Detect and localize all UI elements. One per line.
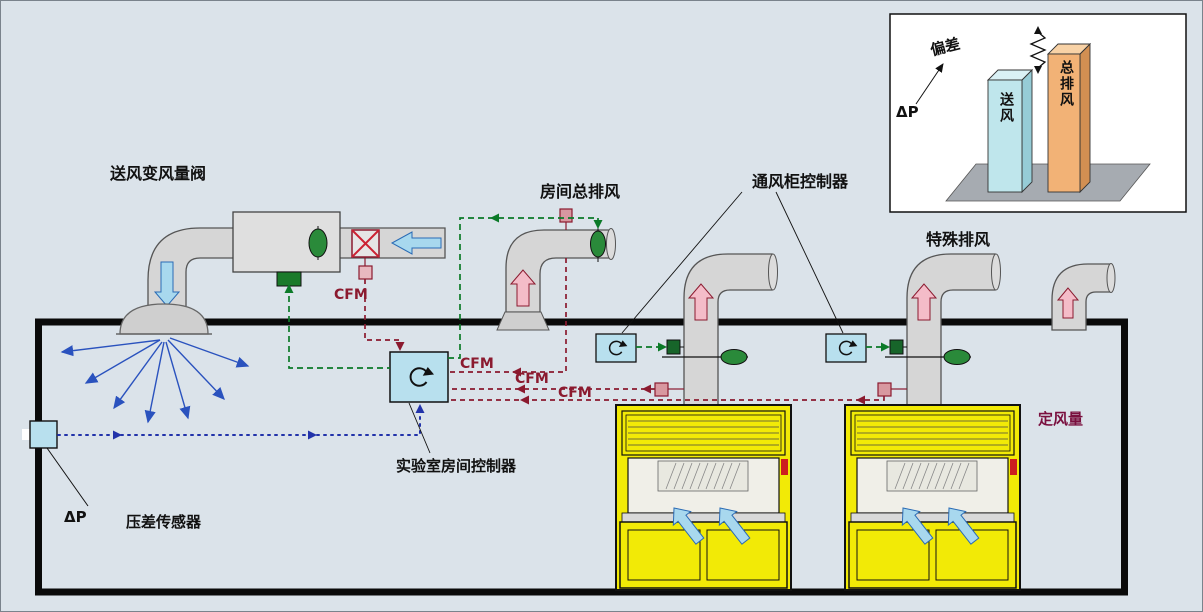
flow-sensor-room-exhaust xyxy=(559,208,573,223)
supply-inlet-arrow xyxy=(390,231,442,255)
special-exhaust-label: 特殊排风 xyxy=(926,230,991,249)
hood1-controller xyxy=(595,333,637,363)
pointer-lines xyxy=(408,191,844,454)
lab-room-controller xyxy=(389,351,449,403)
hood1-valve xyxy=(666,339,681,355)
delta-p-label: ΔP xyxy=(64,508,87,526)
exhaust-up-arrow xyxy=(509,269,537,307)
hood1-up-arrow xyxy=(687,283,715,321)
dp-sensor-box xyxy=(29,420,58,449)
room-exhaust-assembly xyxy=(496,208,616,331)
maroon-arrowheads xyxy=(395,342,865,405)
hood1-damper xyxy=(720,349,748,365)
hood2-up-arrow xyxy=(910,283,938,321)
pressure-sensor-assembly xyxy=(22,404,425,507)
cfm-room-exhaust-label: CFM xyxy=(460,356,494,372)
dp-signal-line xyxy=(57,405,421,436)
supply-diffuser xyxy=(119,303,209,335)
vav-actuator xyxy=(276,271,302,287)
deviation-arrow xyxy=(915,63,944,105)
flow-sensor-hood1 xyxy=(654,382,669,397)
cfm-line-room-exhaust xyxy=(450,258,567,373)
duct-end-cap xyxy=(1106,263,1116,293)
cav-label: 定风量 xyxy=(1038,410,1084,428)
fume-hood-2 xyxy=(844,404,1021,591)
green-arrowheads xyxy=(284,213,890,352)
room-outline xyxy=(35,318,1128,596)
hood2-damper xyxy=(943,349,971,365)
hood2-valve xyxy=(889,339,904,355)
cfm-hood2-label: CFM xyxy=(558,385,592,401)
hood2-controller xyxy=(825,333,867,363)
duct-end-cap xyxy=(991,253,1001,291)
hood-controller-label: 通风柜控制器 xyxy=(752,172,849,191)
flow-sensor-vav xyxy=(358,265,373,280)
supply-vav-label: 送风变风量阀 xyxy=(110,164,207,183)
inset-panel xyxy=(889,13,1187,213)
supply-diffusion-arrows xyxy=(60,337,250,424)
total-exhaust-bar xyxy=(1046,42,1092,194)
duct-end-cap xyxy=(768,253,778,291)
inset-supply-bar-label: 送风 xyxy=(998,92,1014,124)
hood1-duct-assembly xyxy=(654,253,778,406)
fume-hood-1 xyxy=(615,404,792,591)
supply-down-arrow xyxy=(153,261,181,307)
cfm-line-hood2 xyxy=(450,396,885,401)
cav-duct-assembly xyxy=(1051,263,1116,331)
inset-delta-p-label: ΔP xyxy=(896,103,919,121)
room-exhaust-damper xyxy=(590,230,606,258)
deviation-spring-symbol xyxy=(1029,31,1047,69)
cfm-hood1-label: CFM xyxy=(515,371,549,387)
inset-exhaust-bar-label: 总排风 xyxy=(1058,60,1074,108)
room-exhaust-label: 房间总排风 xyxy=(540,182,621,201)
signal-to-vav xyxy=(288,286,390,369)
room-controller-label: 实验室房间控制器 xyxy=(396,457,517,475)
duct-end-cap xyxy=(606,228,616,260)
supply-vav-assembly xyxy=(116,211,446,335)
supply-air-bar xyxy=(986,68,1034,194)
dp-sensor-label: 压差传感器 xyxy=(126,513,202,531)
dp-pointer-line xyxy=(46,447,89,507)
cav-up-arrow xyxy=(1056,287,1080,319)
flow-sensor-hood2 xyxy=(877,382,892,397)
exhaust-intake-flare xyxy=(496,311,550,331)
vav-damper xyxy=(308,228,328,258)
cfm-vav-label: CFM xyxy=(334,287,368,303)
hood2-duct-assembly xyxy=(877,253,1001,406)
